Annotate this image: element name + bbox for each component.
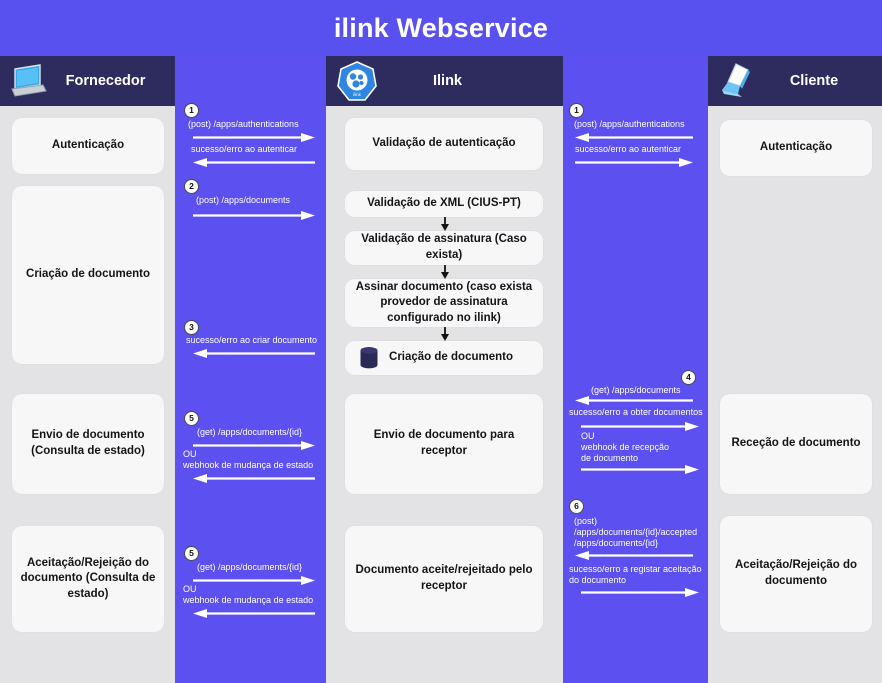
arrow-right-5b <box>193 576 315 585</box>
column-cliente: Cliente Autenticação Receção de document… <box>708 56 882 683</box>
step-badge-1: 1 <box>184 103 199 118</box>
message-label-get-documents: (get) /apps/documents <box>591 385 681 395</box>
flow-arrow-down-1 <box>438 217 452 231</box>
arrow-right-2 <box>193 211 315 220</box>
message-label-r-post-authentications: (post) /apps/authentications <box>574 119 685 129</box>
column-title-fornecedor: Fornecedor <box>65 73 146 89</box>
lane-fornecedor-ilink: 1 (post) /apps/authentications sucesso/e… <box>175 56 326 683</box>
message-label-r-sucesso-autenticar: sucesso/erro ao autenticar <box>575 144 682 154</box>
box-ilink-validacao-autenticacao: Validação de autenticação <box>345 118 543 170</box>
step-badge-3: 3 <box>184 320 199 335</box>
message-label-webhook-recepcao-2: de documento <box>581 453 639 463</box>
box-ilink-envio-documento-receptor: Envio de documento para receptor <box>345 394 543 494</box>
laptop-icon <box>6 60 48 102</box>
step-badge-r6: 6 <box>569 499 584 514</box>
flow-arrow-down-3 <box>438 327 452 341</box>
column-fornecedor: Fornecedor Autenticação Criação de docum… <box>0 56 175 683</box>
ilink-logo-icon: ilink <box>336 60 378 102</box>
column-title-ilink: Ilink <box>432 73 462 89</box>
svg-text:ilink: ilink <box>353 92 362 97</box>
column-title-cliente: Cliente <box>789 73 839 89</box>
arrow-right-r4b <box>581 465 699 474</box>
box-fornecedor-criacao-documento: Criação de documento <box>12 186 164 364</box>
message-label-webhook-recepcao-1: webhook de recepção <box>581 442 670 452</box>
message-label-ou-b: OU <box>183 584 197 594</box>
arrow-left-3 <box>193 349 315 358</box>
message-label-sucesso-obter-documentos: sucesso/erro a obter documentos <box>569 407 703 417</box>
message-label-sucesso-registar-2: do documento <box>569 575 627 585</box>
box-cliente-recepcao-documento: Receção de documento <box>720 394 872 494</box>
box-cliente-autenticacao: Autenticação <box>720 120 872 176</box>
box-fornecedor-autenticacao: Autenticação <box>12 118 164 174</box>
arrow-left-5b <box>193 609 315 618</box>
arrow-right-r6 <box>581 588 699 597</box>
message-label-get-document-id-a: (get) /apps/documents/{id} <box>197 427 303 437</box>
step-badge-5a: 5 <box>184 411 199 426</box>
box-ilink-documento-aceite-rejeitado: Documento aceite/rejeitado pelo receptor <box>345 526 543 632</box>
message-label-webhook-estado-b: webhook de mudança de estado <box>183 595 314 605</box>
message-label-r-ou: OU <box>581 431 595 441</box>
arrow-left-r4 <box>575 396 693 405</box>
arrow-right-5a <box>193 441 315 450</box>
page-title: ilink Webservice <box>333 12 549 43</box>
step-badge-r1: 1 <box>569 103 584 118</box>
message-label-post-accepted-1: (post) <box>574 516 598 526</box>
message-label-post-documents: (post) /apps/documents <box>196 195 291 205</box>
column-header-fornecedor: Fornecedor <box>0 56 175 106</box>
arrow-left-1 <box>193 158 315 167</box>
box-ilink-validacao-assinatura: Validação de assinatura (Caso exista) <box>345 231 543 265</box>
step-badge-r4: 4 <box>681 370 696 385</box>
box-fornecedor-aceitacao-rejeicao: Aceitação/Rejeição do documento (Consult… <box>12 526 164 632</box>
arrow-left-r1 <box>575 133 693 142</box>
message-label-sucesso-autenticar: sucesso/erro ao autenticar <box>191 144 298 154</box>
box-cliente-aceitacao-rejeicao: Aceitação/Rejeição do documento <box>720 516 872 632</box>
message-label-post-accepted-2: /apps/documents/{id}/accepted <box>574 527 698 537</box>
step-badge-5b: 5 <box>184 546 199 561</box>
message-label-post-authentications: (post) /apps/authentications <box>188 119 299 129</box>
box-ilink-criacao-documento: Criação de documento <box>345 341 543 375</box>
message-label-get-document-id-b: (get) /apps/documents/{id} <box>197 562 303 572</box>
box-ilink-validacao-xml: Validação de XML (CIUS-PT) <box>345 191 543 217</box>
message-label-webhook-estado-a: webhook de mudança de estado <box>183 460 314 470</box>
box-ilink-assinar-documento: Assinar documento (caso exista provedor … <box>345 279 543 327</box>
message-label-sucesso-criar-documento: sucesso/erro ao criar documento <box>186 335 318 345</box>
arrow-right-r4 <box>581 422 699 431</box>
arrow-right-1 <box>193 133 315 142</box>
laptop-icon <box>714 60 756 102</box>
column-ilink: ilink Ilink Validação de autenticação Va… <box>326 56 563 683</box>
message-label-post-accepted-3: /apps/documents/{id} <box>574 538 659 548</box>
database-icon <box>359 346 379 370</box>
column-header-cliente: Cliente <box>708 56 882 106</box>
column-header-ilink: ilink Ilink <box>326 56 563 106</box>
arrow-right-r1 <box>575 158 693 167</box>
arrow-left-5a <box>193 474 315 483</box>
message-label-ou-a: OU <box>183 449 197 459</box>
lane-ilink-cliente: 1 (post) /apps/authentications sucesso/e… <box>563 56 708 683</box>
step-badge-2: 2 <box>184 179 199 194</box>
flow-arrow-down-2 <box>438 265 452 279</box>
arrow-left-r6 <box>575 551 693 560</box>
box-fornecedor-envio-documento: Envio de documento (Consulta de estado) <box>12 394 164 494</box>
message-label-sucesso-registar-1: sucesso/erro a registar aceitação <box>569 564 702 574</box>
